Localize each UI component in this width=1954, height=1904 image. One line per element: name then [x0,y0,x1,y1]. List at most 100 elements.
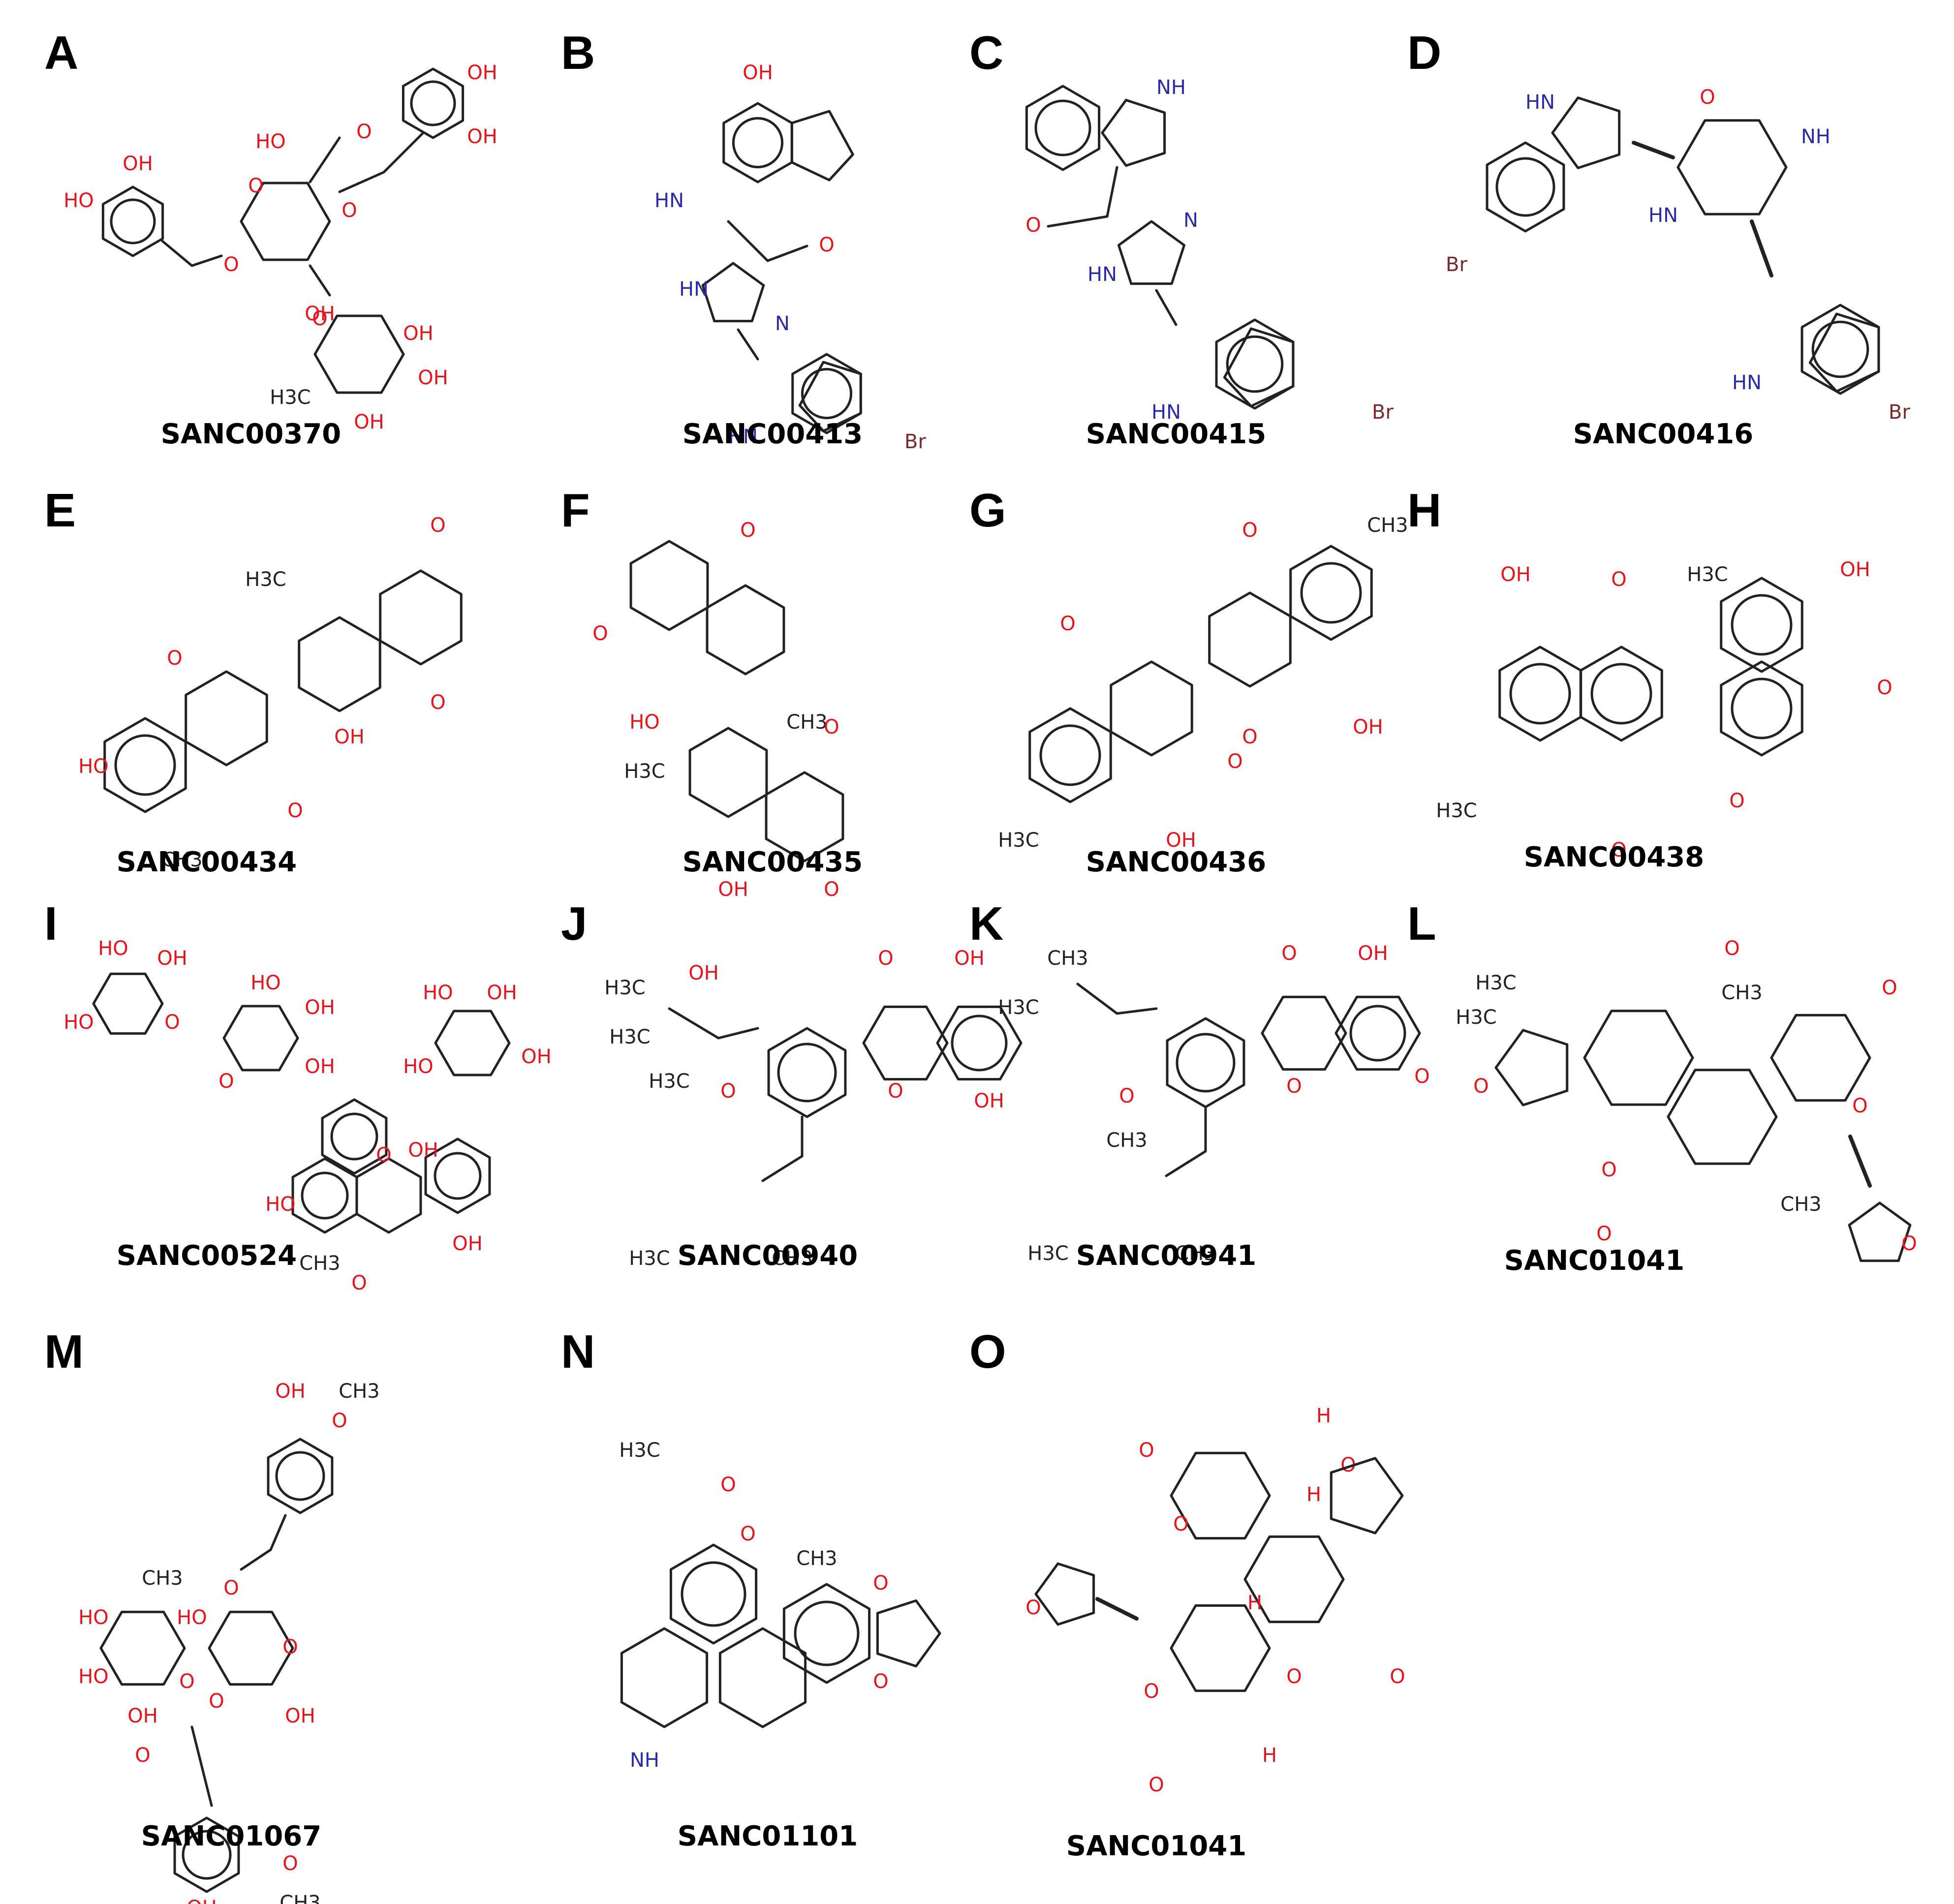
atom-label: OH [487,982,517,1004]
ring-bond [402,67,465,139]
atom-label: H3C [1687,563,1728,586]
atom-label: H3C [1456,1006,1496,1029]
bond-line [309,264,331,297]
atom-label: O [1227,750,1242,773]
atom-label: OH [1353,716,1383,738]
panel-letter: G [969,484,1006,537]
bond-line [717,1027,759,1040]
atom-label: O [1173,1513,1188,1535]
bond-line [1155,289,1178,326]
atom-label: HO [423,982,453,1004]
atom-label: OH [403,322,434,345]
atom-label: Br [904,430,926,453]
ring-bond [321,1098,388,1175]
compound-id-label: SANC01067 [141,1820,322,1852]
atom-label: OH [718,878,748,901]
aromatic-circle [1731,594,1793,656]
atom-label: CH3 [279,1892,320,1904]
atom-label: O [1139,1439,1154,1462]
atom-label: OH [467,125,497,148]
atom-label: O [1286,1075,1302,1098]
ring-bond [706,584,785,676]
atom-label: HO [98,937,128,960]
atom-label: CH3 [161,849,202,871]
ring-bond [798,361,862,432]
atom-label: H3C [609,1026,650,1048]
atom-label: O [430,514,445,537]
compound-id-label: SANC01101 [677,1820,858,1852]
ring-bond [99,1610,186,1686]
atom-label: NH [630,1749,659,1772]
bond-line [190,1725,203,1768]
aromatic-circle [1176,1033,1236,1093]
compound-id-label: SANC00413 [682,418,863,450]
ring-bond [1551,96,1621,169]
structure-group: OHCH3OOHOOOHCH3HOHOOHOOOOCH3OH [78,1380,380,1904]
ring-bond [313,314,405,394]
ring-bond [1720,577,1803,673]
aromatic-circle [301,1171,349,1220]
atom-label: O [341,199,357,222]
ring-bond [208,1610,294,1686]
atom-label: O [1882,977,1897,999]
bond-line [766,245,808,262]
bond-line [1750,219,1773,277]
ring-bond [688,727,768,818]
ring-bond [1208,591,1292,688]
atom-label: H3C [1436,799,1477,822]
aromatic-circle [951,1014,1008,1072]
bond-line [338,171,385,193]
bond-line [1095,1597,1139,1621]
atom-label: NH [1801,125,1830,148]
atom-label: O [223,253,239,276]
bond-line [309,136,341,184]
atom-label: O [356,121,372,143]
ring-bond [1583,1010,1694,1106]
atom-label: O [740,1523,755,1545]
ring-bond [1034,1562,1095,1626]
aromatic-circle [182,1830,232,1880]
ring-bond [1166,1017,1245,1108]
ring-bond [298,616,381,712]
atom-label: H3C [649,1070,689,1093]
atom-label: H [1316,1405,1331,1427]
bond-line [161,240,193,267]
bond-line [382,131,425,174]
atom-label: H [1306,1483,1321,1506]
atom-label: HN [1087,263,1117,286]
ring-bond [1494,1029,1569,1106]
ring-bond [1170,1451,1271,1540]
compound-id-label: SANC00435 [682,846,863,878]
bond-line [727,220,769,262]
atom-label: Br [1446,253,1467,276]
atom-label: H [1262,1744,1277,1767]
atom-label: Br [1889,401,1910,424]
panel-letter: K [969,897,1004,950]
ring-bond [1223,327,1295,407]
atom-label: OH [127,1705,158,1727]
panel-letter: B [561,27,595,79]
compound-id-label: SANC00416 [1573,418,1754,450]
compound-id-label: SANC00940 [677,1240,858,1272]
atom-label: OH [275,1380,306,1403]
atom-label: HN [654,189,684,212]
ring-bond [1170,1604,1271,1692]
ring-bond [1334,995,1421,1071]
panel-letter: H [1407,484,1442,537]
ring-bond [1289,545,1373,641]
atom-label: O [179,1670,194,1693]
panel-letter: J [561,897,588,950]
